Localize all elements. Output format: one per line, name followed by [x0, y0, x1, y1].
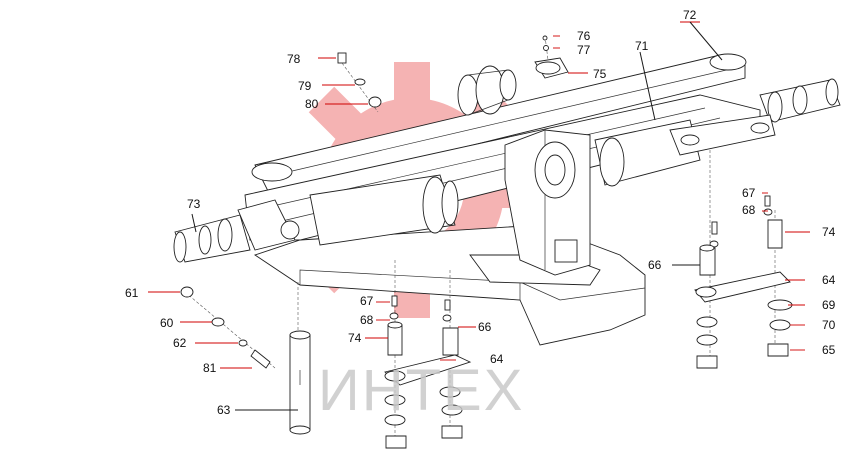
- leader-lines: [148, 21, 810, 411]
- callout-66-right: 66: [648, 258, 662, 272]
- callout-77: 77: [577, 43, 591, 57]
- callout-79: 79: [298, 79, 312, 93]
- pulley-assembly: [457, 65, 517, 116]
- right-axle-shaft: [759, 78, 841, 123]
- callout-74-right: 74: [822, 225, 836, 239]
- callout-80: 80: [305, 97, 319, 111]
- callout-61: 61: [125, 286, 139, 300]
- callout-66-left: 66: [478, 320, 492, 334]
- watermark-text: ИНТЕХ: [318, 358, 524, 423]
- center-housing: [504, 129, 591, 276]
- callout-78: 78: [287, 52, 301, 66]
- callout-67-left: 67: [360, 294, 374, 308]
- vertical-pin: [289, 282, 311, 435]
- callout-60: 60: [160, 316, 174, 330]
- left-fastener-stack: [180, 286, 276, 369]
- callout-64-right: 64: [822, 273, 836, 287]
- callout-62: 62: [173, 336, 187, 350]
- callout-68-right: 68: [742, 203, 756, 217]
- right-upper-arm: [669, 114, 776, 156]
- right-link-stack: [694, 130, 793, 370]
- callout-64-left: 64: [490, 352, 504, 366]
- callout-70: 70: [822, 318, 836, 332]
- callout-69: 69: [822, 298, 836, 312]
- callout-76: 76: [577, 29, 591, 43]
- callout-75: 75: [593, 67, 607, 81]
- callout-81: 81: [203, 361, 217, 375]
- callout-74-left: 74: [348, 331, 362, 345]
- left-link-stack: [384, 260, 472, 449]
- callout-63: 63: [217, 403, 231, 417]
- callout-67-right: 67: [742, 186, 756, 200]
- callout-72: 72: [683, 8, 697, 22]
- callout-71: 71: [635, 39, 649, 53]
- callout-65: 65: [822, 343, 836, 357]
- callout-73: 73: [187, 197, 201, 211]
- left-axle-shaft: [173, 199, 300, 263]
- bolt-stack-top: [337, 52, 382, 113]
- top-bushing-assembly: [534, 35, 569, 79]
- callout-68-left: 68: [360, 313, 374, 327]
- callout-labels: 72 76 77 71 78 75 79 80 73 67 68 74 66 6…: [125, 8, 836, 417]
